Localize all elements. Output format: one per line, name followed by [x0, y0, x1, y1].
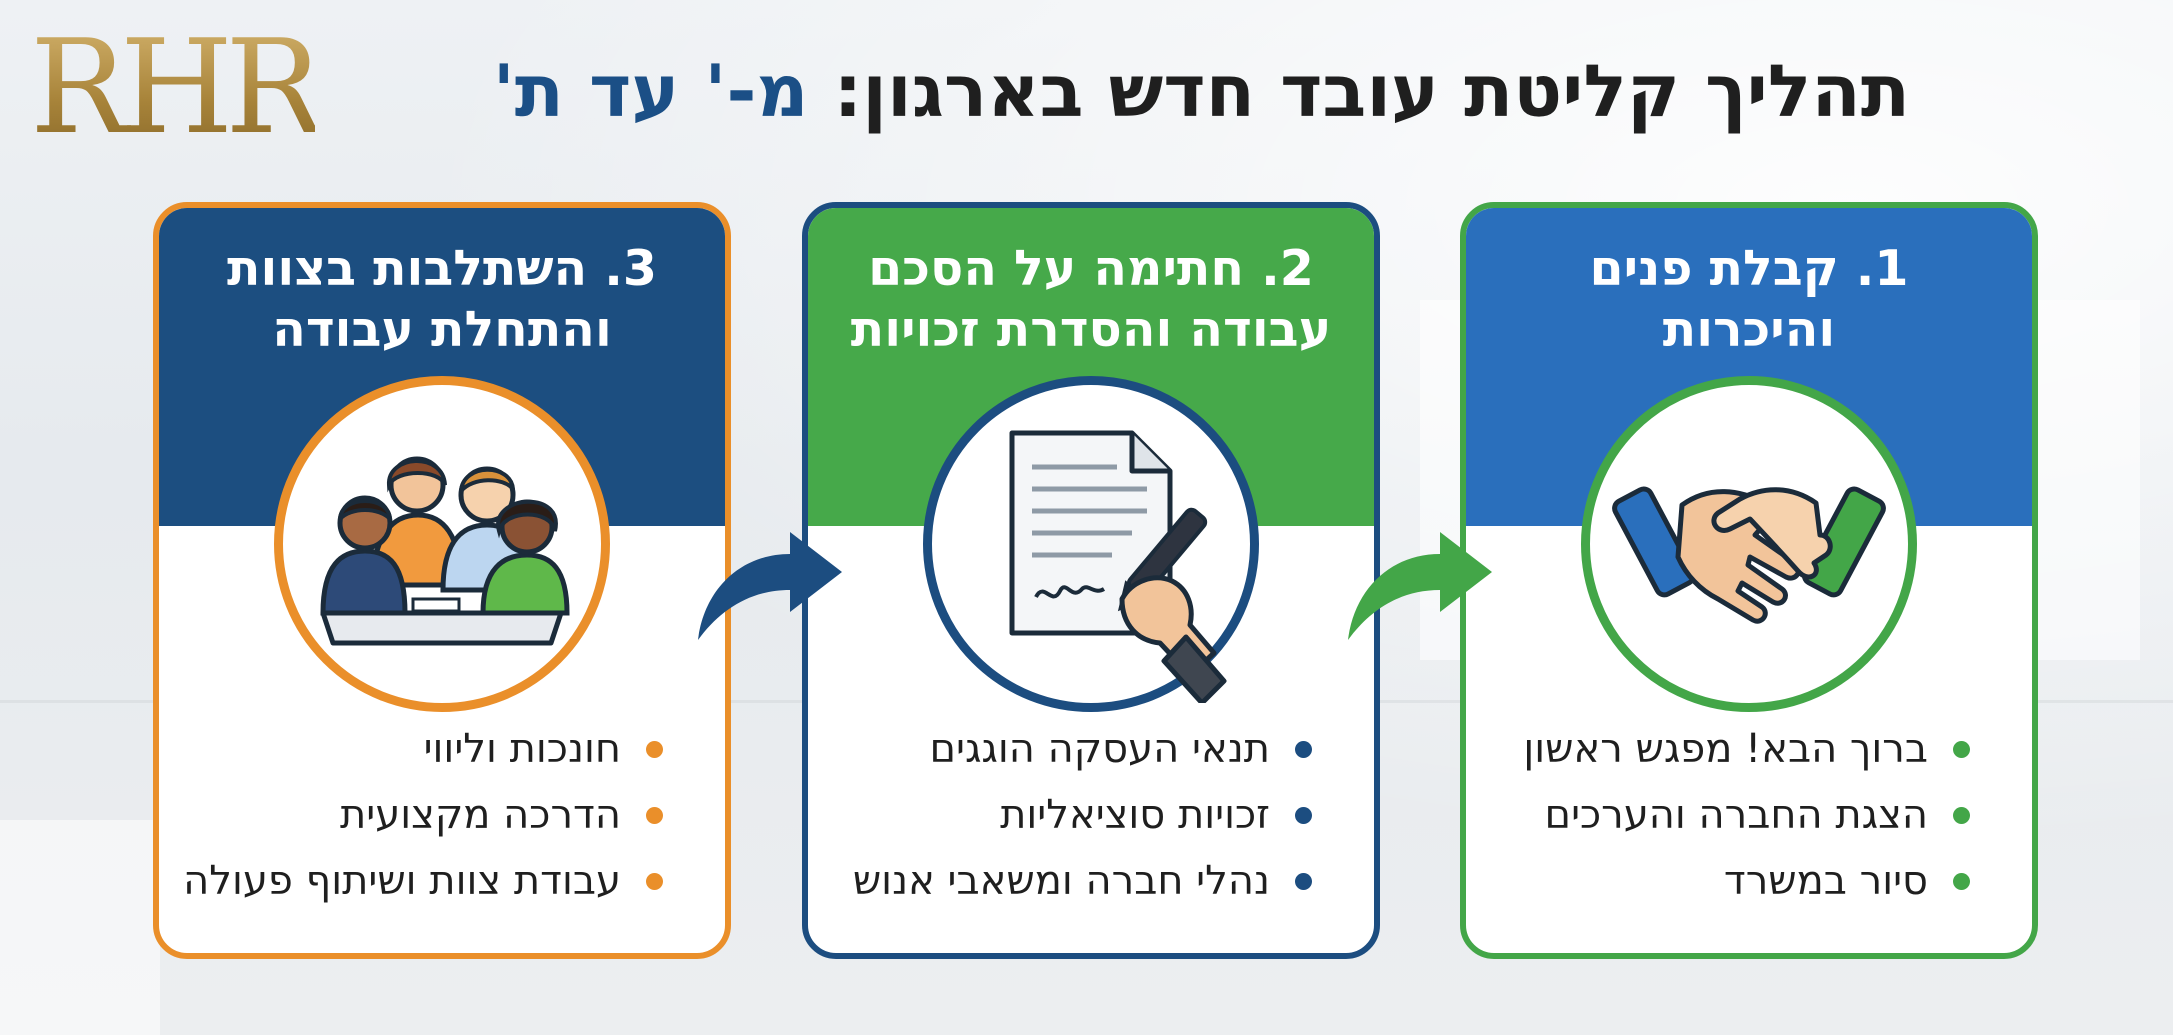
list-item-text: תנאי העסקה הוגגים — [929, 726, 1270, 772]
list-item: סיור במשרד — [1496, 848, 1970, 914]
step-card-1: 1. קבלת פנים והיכרות ברוך הבא! מפגש ראשו… — [1460, 202, 2038, 959]
step-card-2-circle — [923, 376, 1259, 712]
list-item-text: סיור במשרד — [1723, 858, 1928, 904]
step-card-2: 2. חתימה על הסכם עבודה והסדרת זכויות תנא — [802, 202, 1380, 959]
list-item-text: עבודת צוות ושיתוף פעולה — [183, 858, 621, 904]
list-item: תנאי העסקה הוגגים — [838, 716, 1312, 782]
list-item-text: הצגת החברה והערכים — [1544, 792, 1928, 838]
list-item: ברוך הבא! מפגש ראשון — [1496, 716, 1970, 782]
flow-arrow-green-icon — [1348, 532, 1492, 640]
step-card-3: 3. השתלבות בצוות והתחלת עבודה — [153, 202, 731, 959]
step-card-2-title-line1: 2. חתימה על הסכם — [868, 240, 1314, 297]
page-title: תהליך קליטת עובד חדש בארגון: מ-' עד ת' — [310, 49, 1910, 133]
step-card-3-title-line1: 3. השתלבות בצוות — [227, 240, 657, 297]
list-item-text: הדרכה מקצועית — [340, 792, 621, 838]
flow-arrow-blue-icon — [698, 532, 842, 640]
title-main: תהליך קליטת עובד חדש בארגון: — [833, 49, 1910, 133]
step-card-2-title-line2: עבודה והסדרת זכויות — [850, 301, 1332, 359]
bullet-dot — [646, 873, 663, 890]
step-card-3-circle — [274, 376, 610, 712]
step-card-2-title: 2. חתימה על הסכם עבודה והסדרת זכויות — [828, 238, 1354, 361]
bullet-dot — [646, 741, 663, 758]
step-card-3-title-line2: והתחלת עבודה — [272, 301, 612, 359]
list-item: הצגת החברה והערכים — [1496, 782, 1970, 848]
step-card-1-list: ברוך הבא! מפגש ראשון הצגת החברה והערכים … — [1496, 716, 1970, 914]
bullet-dot — [1953, 807, 1970, 824]
background-desk — [0, 820, 160, 1035]
handshake-icon — [1612, 486, 1886, 624]
list-item-text: ברוך הבא! מפגש ראשון — [1523, 726, 1928, 772]
list-item-text: נהלי חברה ומשאבי אנוש — [852, 858, 1270, 904]
company-logo: RHR — [30, 11, 323, 163]
list-item: חונכות וליווי — [189, 716, 663, 782]
step-card-1-circle — [1581, 376, 1917, 712]
bullet-dot — [1953, 873, 1970, 890]
step-card-1-title-line1: 1. קבלת פנים — [1589, 240, 1909, 297]
bullet-dot — [1295, 741, 1312, 758]
title-accent: מ-' עד ת' — [492, 49, 809, 133]
step-card-2-list: תנאי העסקה הוגגים זכויות סוציאליות נהלי … — [838, 716, 1312, 914]
bullet-dot — [1295, 873, 1312, 890]
bullet-dot — [646, 807, 663, 824]
step-card-3-title: 3. השתלבות בצוות והתחלת עבודה — [179, 238, 705, 361]
list-item-text: זכויות סוציאליות — [1000, 792, 1270, 838]
step-card-1-title-line2: והיכרות — [1662, 301, 1836, 359]
list-item: עבודת צוות ושיתוף פעולה — [183, 848, 663, 914]
list-item: נהלי חברה ומשאבי אנוש — [838, 848, 1312, 914]
team-meeting-icon — [320, 456, 570, 646]
bullet-dot — [1295, 807, 1312, 824]
list-item-text: חונכות וליווי — [423, 726, 621, 772]
list-item: זכויות סוציאליות — [838, 782, 1312, 848]
step-card-3-list: חונכות וליווי הדרכה מקצועית עבודת צוות ו… — [183, 716, 663, 914]
signing-contract-icon — [1009, 430, 1227, 703]
list-item: הדרכה מקצועית — [189, 782, 663, 848]
step-card-1-title: 1. קבלת פנים והיכרות — [1486, 238, 2012, 361]
bullet-dot — [1953, 741, 1970, 758]
